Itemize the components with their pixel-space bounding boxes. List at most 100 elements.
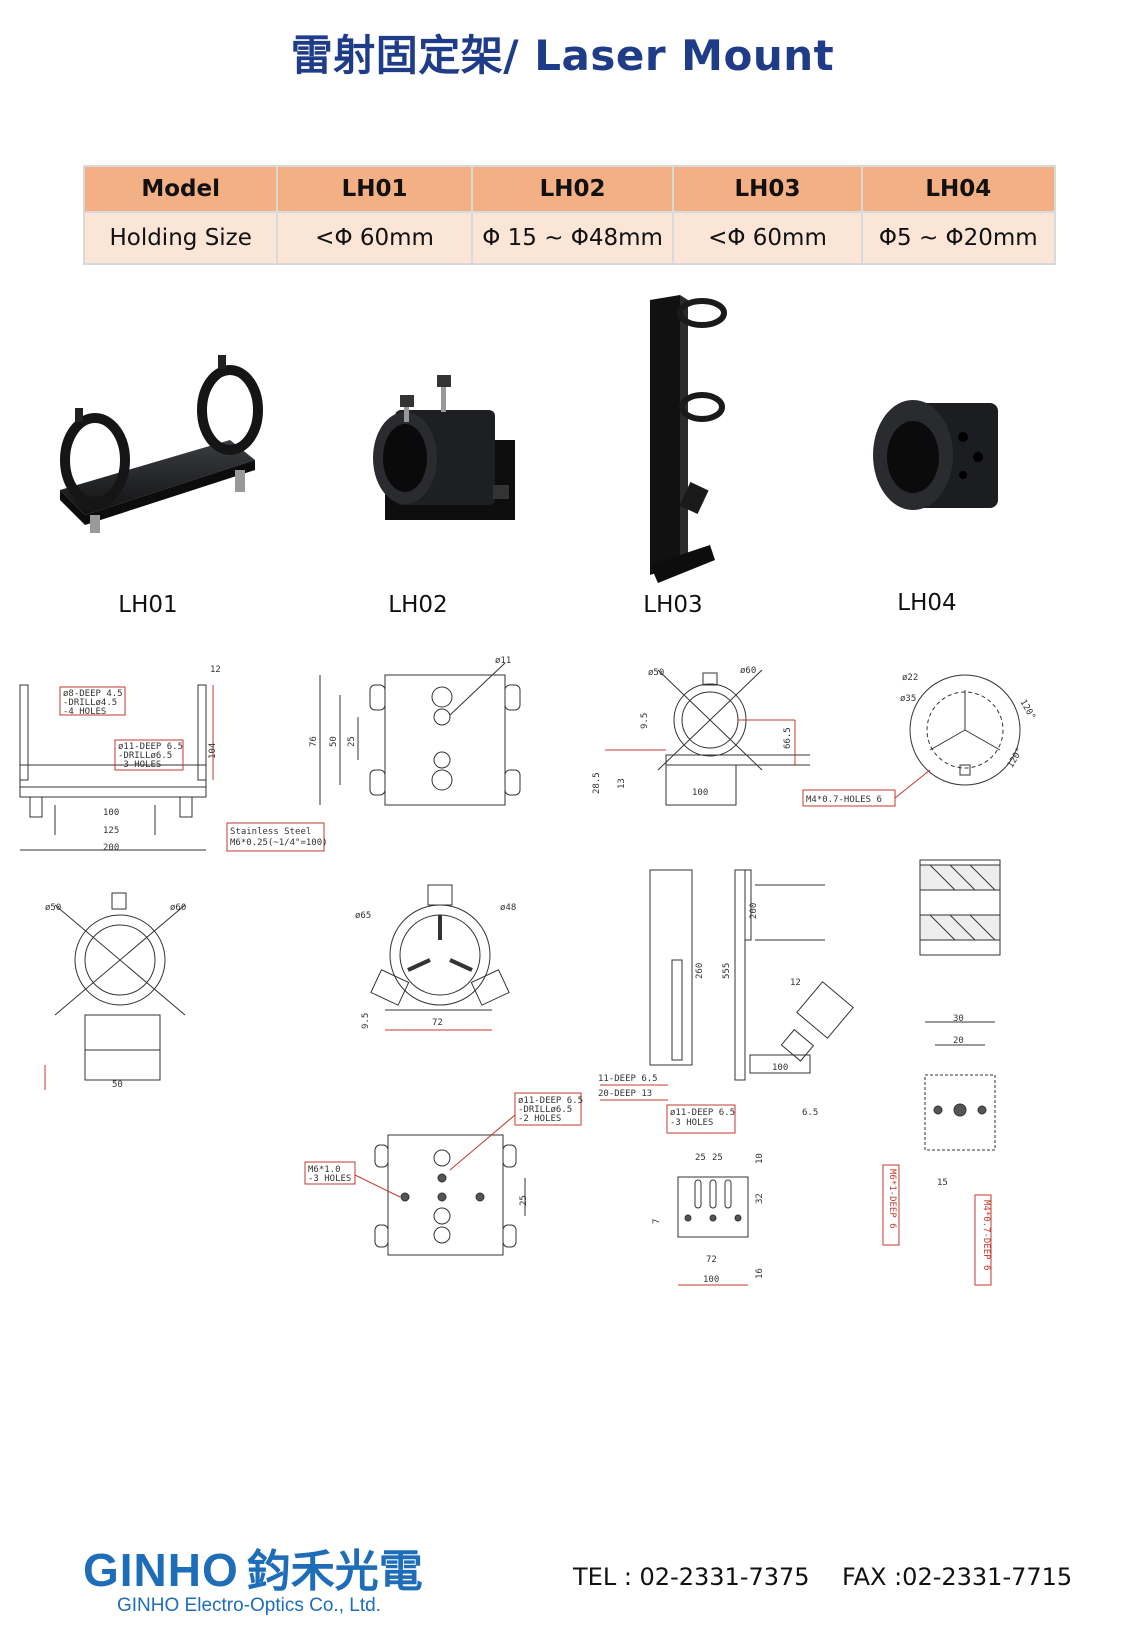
dim-label: ø60 bbox=[170, 903, 186, 913]
lh03-drawing-top: ø50 ø60 9.5 66.5 28.5 13 100 bbox=[592, 666, 810, 806]
dim-label: 120° bbox=[1006, 746, 1026, 770]
product-label: LH02 bbox=[388, 592, 448, 618]
lh03-drawing-side: 6.5 11-DEEP 6.5 20-DEEP 13 260 555 200 1… bbox=[598, 869, 854, 1118]
dim-label: 10 bbox=[755, 1153, 765, 1164]
dim-label: 104 bbox=[208, 743, 218, 759]
drawing-note: M4*0.7-HOLES 6 bbox=[806, 795, 882, 805]
dim-label: 100 bbox=[772, 1063, 788, 1073]
lh03-drawing-base: ø11-DEEP 6.5 -3 HOLES 25 25 10 32 7 72 1… bbox=[652, 1104, 765, 1286]
dim-label: 25 bbox=[519, 1195, 529, 1206]
drawing-note: -2 HOLES bbox=[518, 1114, 561, 1124]
dim-label: 120° bbox=[1017, 698, 1037, 722]
drawing-note: -3 HOLES bbox=[670, 1118, 713, 1128]
table-header-cell: LH03 bbox=[672, 165, 863, 213]
lh01-drawing-front: 12 104 100 125 200 ø8-DEEP 4.5 -DRILLø4.… bbox=[19, 665, 328, 853]
dim-label: 12 bbox=[210, 665, 221, 675]
dim-label: 100 bbox=[703, 1275, 719, 1285]
logo-cn-text: 鈞禾光電 bbox=[246, 1546, 423, 1597]
dim-label: 28.5 bbox=[592, 772, 602, 794]
table-header-cell: Model bbox=[82, 165, 279, 213]
dim-label: 125 bbox=[103, 826, 119, 836]
drawing-note: ø8-DEEP 4.5 bbox=[63, 689, 123, 699]
lh02-drawing-front: ø11 76 50 25 bbox=[309, 656, 521, 806]
table-header-cell: LH01 bbox=[276, 165, 473, 213]
drawing-note: Stainless Steel bbox=[230, 827, 311, 837]
dim-label: 25 bbox=[695, 1153, 706, 1163]
dim-label: 72 bbox=[432, 1018, 443, 1028]
lh02-drawing-side: ø65 ø48 9.5 72 bbox=[355, 884, 516, 1031]
lh04-photo bbox=[873, 400, 998, 510]
dim-label: ø65 bbox=[355, 911, 371, 921]
dim-label: 32 bbox=[755, 1193, 765, 1204]
drawing-note: -3 HOLES bbox=[308, 1174, 351, 1184]
dim-label: 13 bbox=[617, 778, 627, 789]
lh02-drawing-bottom: ø11-DEEP 6.5 -DRILLø6.5 -2 HOLES M6*1.0 … bbox=[304, 1092, 583, 1256]
dim-label: ø22 bbox=[902, 673, 918, 683]
dim-label: 100 bbox=[103, 808, 119, 818]
drawing-note: -DRILLø6.5 bbox=[518, 1105, 572, 1115]
product-label: LH01 bbox=[118, 592, 178, 618]
drawing-note: ø11-DEEP 6.5 bbox=[670, 1108, 735, 1118]
page-title: 雷射固定架/ Laser Mount bbox=[290, 31, 835, 80]
lh01-photo bbox=[60, 355, 263, 533]
drawing-note: -3 HOLES bbox=[118, 760, 161, 770]
dim-label: 16 bbox=[755, 1268, 765, 1279]
table-cell: <Φ 60mm bbox=[672, 211, 863, 265]
lh04-drawing-side: 30 20 15 M6*1-DEEP 6 M4*0.7-DEEP 6 bbox=[882, 1014, 996, 1286]
lh03-photo bbox=[650, 295, 727, 583]
dim-label: 200 bbox=[749, 903, 759, 919]
lh04-drawing-front: ø22 ø35 120° 120° M4*0.7-HOLES 6 bbox=[802, 673, 1037, 807]
drawing-note: -DRILLø6.5 bbox=[118, 751, 172, 761]
dim-label: ø11 bbox=[495, 656, 511, 666]
table-header-row: Model LH01 LH02 LH03 LH04 bbox=[82, 165, 1057, 213]
drawing-note: M6*1.0 bbox=[308, 1165, 341, 1175]
dim-label: ø48 bbox=[500, 903, 516, 913]
dim-label: 25 bbox=[347, 736, 357, 747]
dim-label: 100 bbox=[692, 788, 708, 798]
dim-label: 260 bbox=[695, 963, 705, 979]
dim-label: ø50 bbox=[648, 668, 664, 678]
dim-label: 30 bbox=[953, 1014, 964, 1024]
dim-label: 12 bbox=[790, 978, 801, 988]
table-row: Holding Size <Φ 60mm Φ 15 ~ Φ48mm <Φ 60m… bbox=[82, 211, 1057, 265]
lh04-drawing-section bbox=[919, 859, 1001, 956]
lh01-drawing-side: ø50 ø60 50 bbox=[44, 892, 186, 1090]
dim-label: 6.5 bbox=[802, 1108, 818, 1118]
table-cell: <Φ 60mm bbox=[276, 211, 473, 265]
dim-label: ø35 bbox=[900, 694, 916, 704]
product-label: LH04 bbox=[897, 590, 957, 616]
logo-text: GINHO bbox=[83, 1544, 239, 1596]
dim-label: 72 bbox=[706, 1255, 717, 1265]
dim-label: 200 bbox=[103, 843, 119, 853]
dim-label: ø60 bbox=[740, 666, 756, 676]
dim-label: ø50 bbox=[45, 903, 61, 913]
dim-label: 50 bbox=[112, 1080, 123, 1090]
drawing-note: M4*0.7-DEEP 6 bbox=[981, 1200, 991, 1270]
dim-label: 50 bbox=[329, 736, 339, 747]
drawing-note: M6*0.25(~1/4"=100) bbox=[230, 838, 328, 848]
dim-label: 66.5 bbox=[783, 727, 793, 749]
lh02-photo bbox=[373, 375, 515, 520]
drawing-note: M6*1-DEEP 6 bbox=[887, 1169, 897, 1229]
table-cell: Holding Size bbox=[82, 211, 279, 265]
dim-label: 7 bbox=[652, 1219, 662, 1224]
table-header-cell: LH02 bbox=[470, 165, 675, 213]
drawing-note: ø11-DEEP 6.5 bbox=[118, 742, 183, 752]
table-cell: Φ 15 ~ Φ48mm bbox=[470, 211, 675, 265]
drawing-note: -DRILLø4.5 bbox=[63, 698, 117, 708]
dim-label: 20 bbox=[953, 1036, 964, 1046]
table-cell: Φ5 ~ Φ20mm bbox=[860, 211, 1057, 265]
company-name: GINHO Electro-Optics Co., Ltd. bbox=[117, 1595, 381, 1616]
dim-label: 9.5 bbox=[640, 713, 650, 729]
spec-table: Model LH01 LH02 LH03 LH04 Holding Size <… bbox=[82, 165, 1057, 265]
product-label: LH03 bbox=[643, 592, 703, 618]
dim-label: 9.5 bbox=[361, 1013, 371, 1029]
contact-tel: TEL : 02-2331-7375 bbox=[573, 1563, 810, 1591]
drawing-note: ø11-DEEP 6.5 bbox=[518, 1096, 583, 1106]
drawing-note: 20-DEEP 13 bbox=[598, 1089, 652, 1099]
drawing-note: 11-DEEP 6.5 bbox=[598, 1074, 658, 1084]
drawing-note: -4 HOLES bbox=[63, 707, 106, 717]
contact-fax: FAX :02-2331-7715 bbox=[842, 1563, 1073, 1591]
dim-label: 76 bbox=[309, 736, 319, 747]
